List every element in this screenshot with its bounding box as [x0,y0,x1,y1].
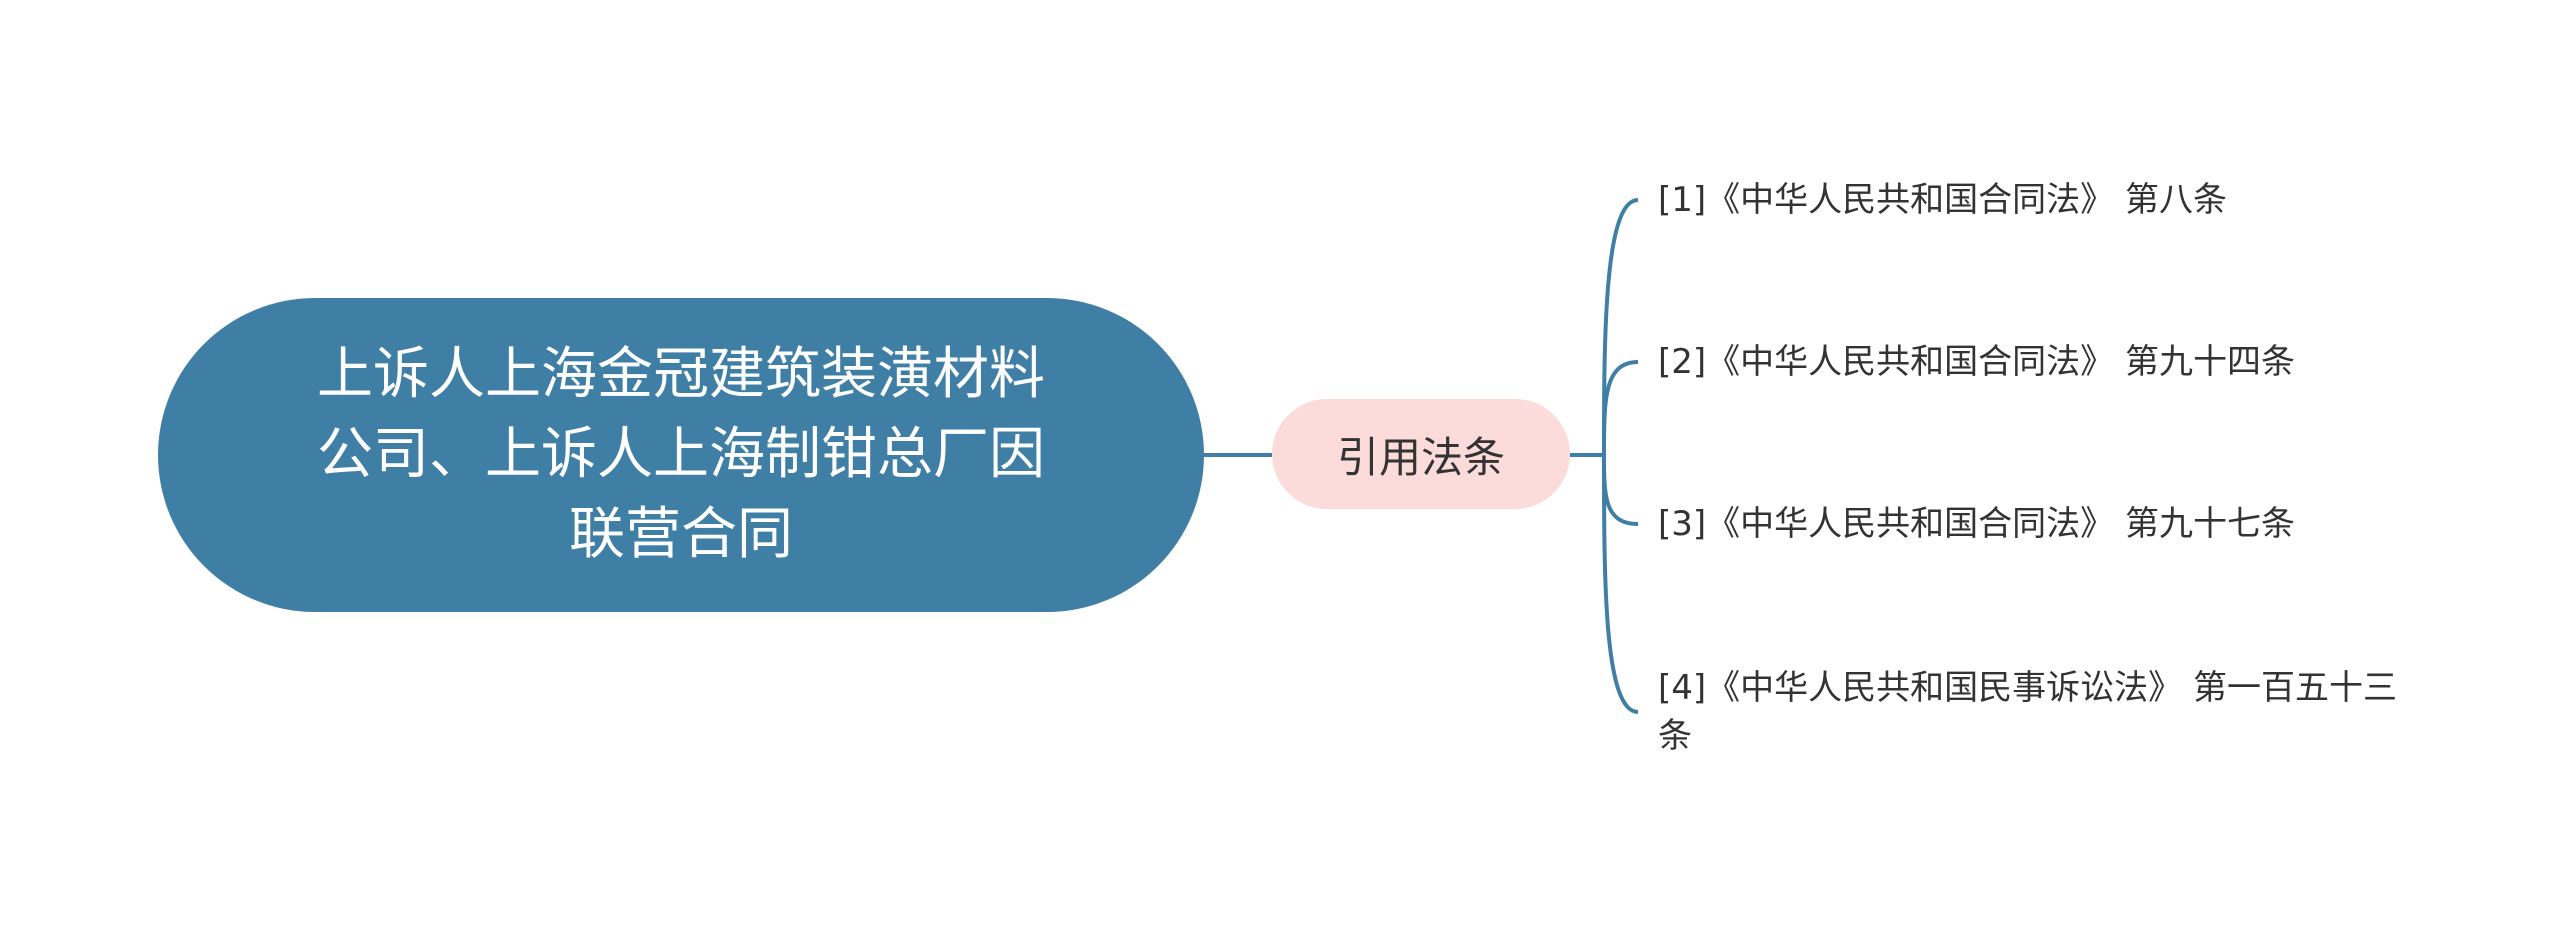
leaf-topic-1[interactable]: [1]《中华人民共和国合同法》 第八条 [1658,180,2227,220]
leaf-4-connector [1602,454,1639,714]
leaf-topic-4[interactable]: [4]《中华人民共和国民事诉讼法》 第一百五十三条 [1658,668,2397,756]
leaf-1-connector [1602,198,1639,456]
leaf-topic-3[interactable]: [3]《中华人民共和国合同法》 第九十七条 [1658,504,2295,544]
root-topic-node[interactable]: 上诉人上海金冠建筑装潢材料公司、上诉人上海制钳总厂因联营合同 [158,298,1204,612]
branch-topic-label: 引用法条 [1336,432,1505,482]
branch-topic-node[interactable]: 引用法条 [1272,399,1570,509]
leaf-3-connector [1602,454,1639,526]
leaf-topic-2[interactable]: [2]《中华人民共和国合同法》 第九十四条 [1658,342,2295,382]
leaf-2-connector [1602,360,1639,456]
root-topic-label: 上诉人上海金冠建筑装潢材料公司、上诉人上海制钳总厂因联营合同 [317,342,1045,567]
